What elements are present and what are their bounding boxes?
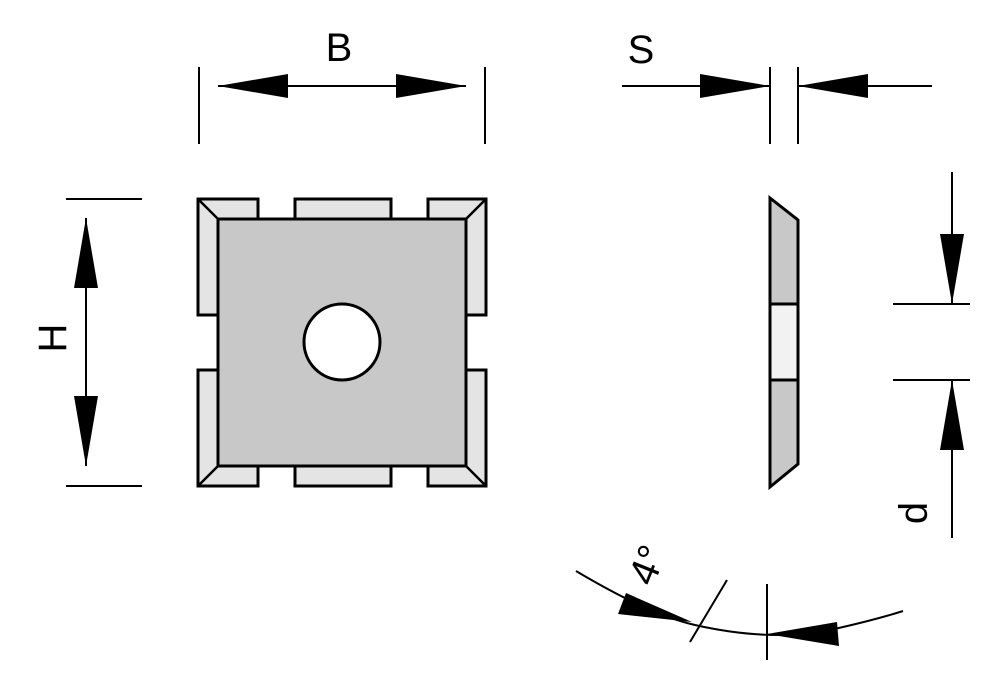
center-hole bbox=[302, 302, 382, 382]
dimension-height: H bbox=[31, 198, 142, 487]
dimension-height-label: H bbox=[31, 324, 75, 353]
dimension-angle: 4° bbox=[575, 539, 904, 660]
dimension-angle-label: 4° bbox=[620, 539, 675, 591]
insert-front-view bbox=[196, 197, 488, 488]
dimension-width-label: B bbox=[326, 26, 353, 70]
dimension-hole-diameter-label: d bbox=[892, 502, 936, 524]
dimension-thickness-label: S bbox=[628, 28, 655, 72]
tab-bottom bbox=[293, 464, 393, 488]
side-upper-section bbox=[768, 194, 800, 306]
insert-side-view bbox=[768, 194, 800, 491]
dimension-thickness: S bbox=[622, 28, 932, 144]
dimension-width: B bbox=[198, 26, 486, 144]
side-lower-section bbox=[768, 378, 800, 491]
dimension-hole-diameter: d bbox=[892, 172, 970, 538]
side-hole-section bbox=[768, 302, 800, 382]
tab-top bbox=[293, 197, 393, 221]
